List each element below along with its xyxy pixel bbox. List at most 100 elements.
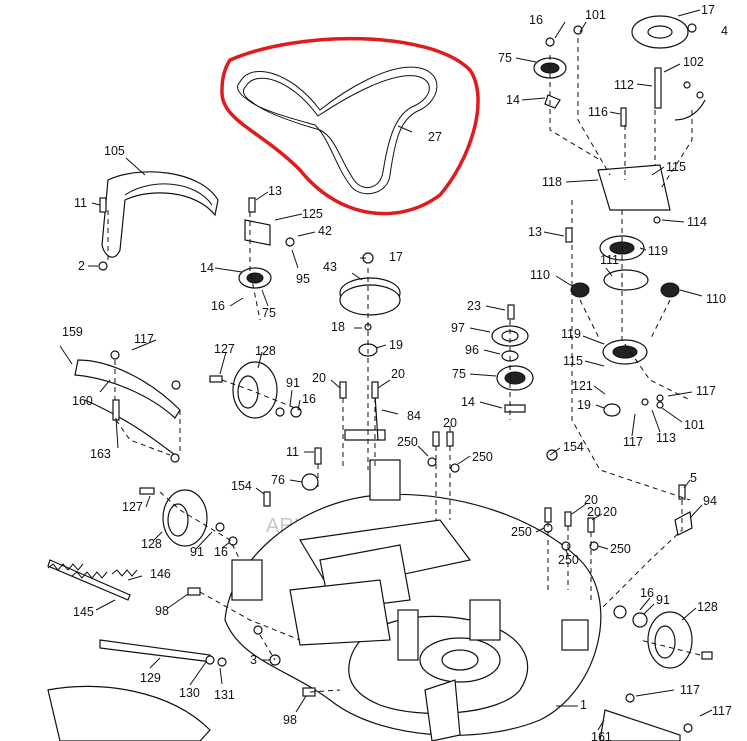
callout-label: 250 bbox=[511, 525, 532, 539]
callout-label: 4 bbox=[721, 24, 728, 38]
callout-label: 159 bbox=[62, 325, 83, 339]
leader-lines bbox=[59, 9, 713, 731]
callout-label: 117 bbox=[680, 683, 700, 697]
callout-label: 129 bbox=[140, 671, 161, 685]
callout-label: 105 bbox=[104, 144, 125, 158]
callout-label: 23 bbox=[467, 299, 481, 313]
callout-label: 20 bbox=[391, 367, 405, 381]
callout-label: 250 bbox=[397, 435, 418, 449]
callout-label: 128 bbox=[141, 537, 162, 551]
callout-label: 16 bbox=[640, 586, 654, 600]
callout-label: 5 bbox=[690, 471, 697, 485]
callout-label: 20 bbox=[603, 505, 617, 519]
callout-label: 145 bbox=[73, 605, 94, 619]
callout-label: 119 bbox=[561, 327, 581, 341]
callout-label: 127 bbox=[214, 342, 235, 356]
callout-label: 19 bbox=[577, 398, 591, 412]
callout-label: 115 bbox=[563, 354, 583, 368]
callout-label: 128 bbox=[697, 600, 718, 614]
callout-label: 117 bbox=[696, 384, 716, 398]
callout-label: 121 bbox=[572, 379, 593, 393]
callout-label: 84 bbox=[407, 409, 421, 423]
callout-label: 3 bbox=[250, 653, 257, 667]
callout-label: 91 bbox=[286, 376, 300, 390]
callout-label: 118 bbox=[542, 175, 562, 189]
callout-label: 113 bbox=[656, 431, 676, 445]
callout-label: 27 bbox=[428, 130, 442, 144]
callout-label: 13 bbox=[528, 225, 542, 239]
callout-label: 110 bbox=[530, 268, 550, 282]
callout-label: 14 bbox=[461, 395, 475, 409]
callout-label: 16 bbox=[211, 299, 225, 313]
callout-label: 11 bbox=[74, 196, 87, 210]
callout-label: 111 bbox=[600, 253, 619, 267]
callout-label: 2 bbox=[78, 259, 85, 273]
assembly-lines bbox=[107, 38, 701, 693]
callout-label: 110 bbox=[706, 292, 726, 306]
callout-label: 75 bbox=[452, 367, 466, 381]
callout-label: 119 bbox=[648, 244, 668, 258]
callout-label: 11 bbox=[286, 445, 299, 459]
callout-label: 250 bbox=[558, 553, 579, 567]
callout-label: 115 bbox=[666, 160, 686, 174]
belt-27-drawing bbox=[220, 36, 480, 216]
callout-label: 160 bbox=[72, 394, 93, 408]
callout-label: 250 bbox=[610, 542, 631, 556]
callout-label: 116 bbox=[588, 105, 608, 119]
callout-label: 43 bbox=[323, 260, 337, 274]
callout-label: 20 bbox=[312, 371, 326, 385]
callout-label: 94 bbox=[703, 494, 717, 508]
cover-105-drawing bbox=[101, 171, 219, 258]
callout-label: 76 bbox=[271, 473, 285, 487]
callout-label: 75 bbox=[498, 51, 512, 65]
callout-label: 163 bbox=[90, 447, 111, 461]
callout-label: 20 bbox=[587, 505, 601, 519]
callout-label: 98 bbox=[155, 604, 169, 618]
callout-label: 102 bbox=[683, 55, 704, 69]
callout-label: 101 bbox=[585, 8, 606, 22]
callout-label: 14 bbox=[506, 93, 520, 107]
callout-label: 75 bbox=[262, 306, 276, 320]
wheels bbox=[162, 361, 693, 669]
highlight-circle bbox=[220, 36, 480, 216]
callout-label: 14 bbox=[200, 261, 214, 275]
callout-label: 17 bbox=[389, 250, 403, 264]
callout-label: 16 bbox=[214, 545, 228, 559]
callout-label: 117 bbox=[712, 704, 732, 718]
callout-label: 96 bbox=[465, 343, 479, 357]
callout-label: 112 bbox=[614, 78, 634, 92]
callout-label: 91 bbox=[656, 593, 670, 607]
callout-label: 117 bbox=[134, 332, 154, 346]
mower-deck-drawing bbox=[224, 459, 602, 741]
callout-label: 95 bbox=[296, 272, 310, 286]
callout-label: 16 bbox=[529, 13, 543, 27]
callout-label: 125 bbox=[302, 207, 323, 221]
callout-label: 250 bbox=[472, 450, 493, 464]
callout-labels: 16 101 17 4 75 102 112 14 116 27 105 115… bbox=[62, 3, 732, 741]
callout-label: 97 bbox=[451, 321, 465, 335]
callout-label: 91 bbox=[190, 545, 204, 559]
callout-label: 98 bbox=[283, 713, 297, 727]
callout-label: 131 bbox=[214, 688, 235, 702]
callout-label: 18 bbox=[331, 320, 345, 334]
callout-label: 154 bbox=[563, 440, 584, 454]
callout-label: 1 bbox=[580, 698, 587, 712]
callout-label: 146 bbox=[150, 567, 171, 581]
callout-label: 17 bbox=[701, 3, 715, 17]
springs bbox=[47, 563, 138, 579]
callout-label: 42 bbox=[318, 224, 332, 238]
callout-label: 101 bbox=[684, 418, 705, 432]
callout-label: 20 bbox=[584, 493, 598, 507]
callout-label: 161 bbox=[591, 730, 612, 741]
callout-label: 19 bbox=[389, 338, 403, 352]
callout-label: 130 bbox=[179, 686, 200, 700]
callout-label: 154 bbox=[231, 479, 252, 493]
callout-label: 127 bbox=[122, 500, 143, 514]
callout-label: 114 bbox=[687, 215, 707, 229]
callout-label: 16 bbox=[302, 392, 316, 406]
callout-label: 13 bbox=[268, 184, 282, 198]
callout-label: 20 bbox=[443, 416, 457, 430]
pulleys bbox=[238, 15, 689, 417]
callout-label: 128 bbox=[255, 344, 276, 358]
